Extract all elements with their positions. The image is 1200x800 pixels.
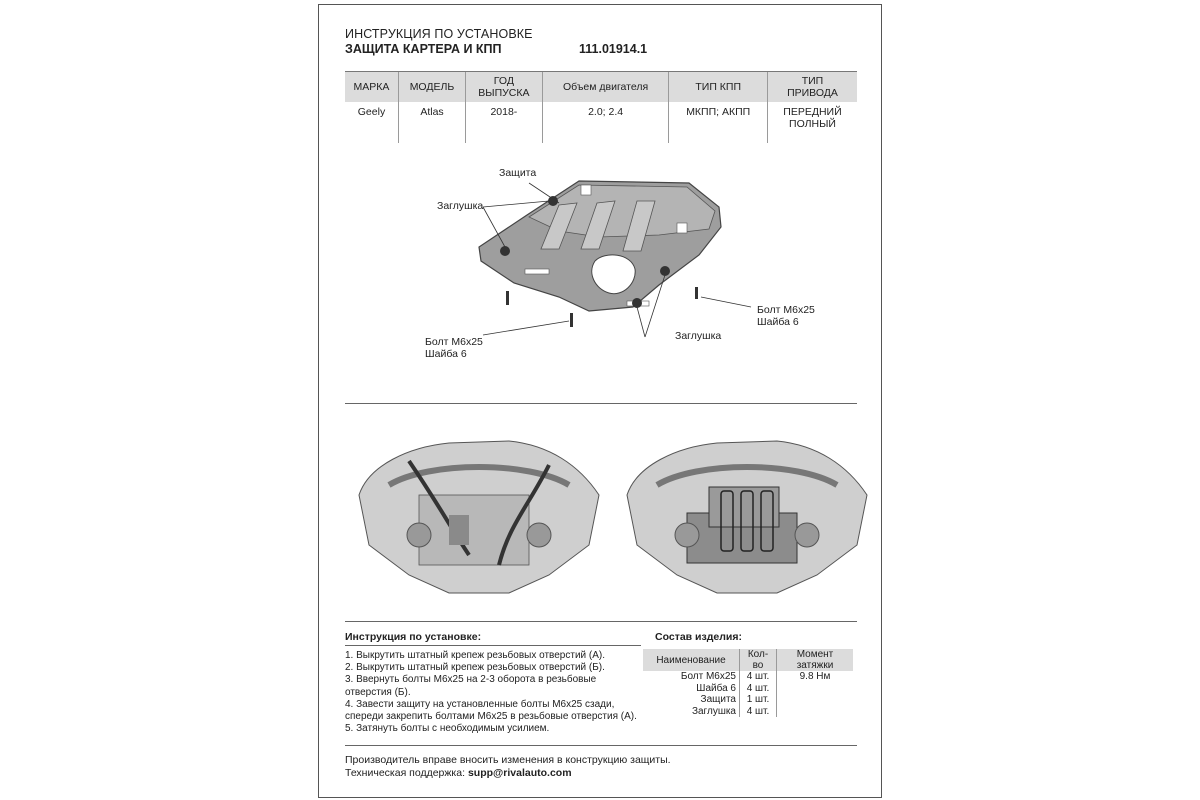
composition-name: Защита — [700, 694, 736, 705]
spec-header-model: МОДЕЛЬ — [397, 71, 466, 102]
support-label: Техническая поддержка: — [345, 767, 466, 779]
header-product: ЗАЩИТА КАРТЕРА И КПП — [345, 42, 502, 56]
spec-header-brand: МАРКА — [345, 71, 399, 102]
instructions-title-rule — [345, 645, 641, 646]
composition-title: Состав изделия: — [655, 631, 742, 643]
footer-support: Техническая поддержка: supp@rivalauto.co… — [345, 767, 572, 779]
spec-value-model: Atlas — [397, 102, 466, 143]
composition-qty: 4 шт. — [739, 671, 777, 683]
spec-value-brand: Geely — [357, 106, 386, 118]
instruction-sheet: ИНСТРУКЦИЯ ПО УСТАНОВКЕ ЗАЩИТА КАРТЕРА И… — [318, 4, 882, 798]
composition-header-torque: Момент затяжки — [776, 649, 853, 671]
composition-name: Шайба 6 — [696, 682, 736, 694]
spec-value-drive: ПЕРЕДНИЙ ПОЛНЫЙ — [766, 102, 857, 143]
table-row: Защита 1 шт. — [643, 694, 853, 706]
instruction-line: 4. Завести защиту на установленные болты… — [345, 698, 615, 710]
instruction-line: 3. Ввернуть болты М6х25 на 2-3 оборота в… — [345, 674, 597, 686]
composition-qty: 4 шт. — [739, 705, 777, 717]
skid-plate-diagram — [478, 180, 752, 338]
spec-header-gearbox: ТИП КПП — [668, 71, 768, 102]
composition-qty: 4 шт. — [739, 682, 777, 694]
instructions-title: Инструкция по установке: — [345, 631, 482, 643]
instruction-line: 2. Выкрутить штатный крепеж резьбовых от… — [345, 662, 605, 674]
composition-torque — [776, 705, 853, 717]
bolt-markers — [506, 287, 698, 327]
composition-torque — [776, 682, 853, 694]
support-email-link[interactable]: supp@rivalauto.com — [467, 767, 572, 779]
instruction-line: 5. Затянуть болты с необходимым усилием. — [345, 723, 550, 735]
composition-table: Наименование Кол-во Момент затяжки Болт … — [643, 649, 853, 717]
vehicle-spec-table: МАРКА МОДЕЛЬ ГОД ВЫПУСКА Объем двигателя… — [345, 71, 857, 143]
instruction-line: спереди закрепить болтами М6х25 в резьбо… — [345, 711, 637, 723]
spec-header-drive: ТИП ПРИВОДА — [766, 71, 857, 102]
composition-name: Болт М6х25 — [680, 671, 736, 682]
header-article-code: 111.01914.1 — [579, 42, 648, 56]
label-bolt-right: Болт М6х25 — [757, 304, 815, 316]
underbody-after-image — [626, 440, 868, 594]
composition-header-qty: Кол-во — [739, 649, 777, 671]
underbody-before-image — [358, 440, 600, 594]
composition-torque: 9.8 Нм — [776, 671, 853, 683]
instructions-list: 1. Выкрутить штатный крепеж резьбовых от… — [345, 650, 645, 735]
composition-torque — [776, 694, 853, 706]
label-bolt-left: Болт М6х25 — [425, 336, 483, 348]
spec-header-year: ГОД ВЫПУСКА — [465, 71, 543, 102]
divider-lower — [345, 745, 857, 746]
label-shield: Защита — [499, 167, 537, 179]
instruction-line: 1. Выкрутить штатный крепеж резьбовых от… — [345, 650, 605, 661]
label-plug-top: Заглушка — [437, 200, 484, 212]
label-washer-right: Шайба 6 — [757, 316, 799, 328]
spec-value-engine: 2.0; 2.4 — [541, 102, 669, 143]
header-title: ИНСТРУКЦИЯ ПО УСТАНОВКЕ — [345, 27, 533, 41]
table-row: Болт М6х25 4 шт. 9.8 Нм — [643, 671, 853, 683]
spec-value-gearbox: МКПП; АКПП — [668, 102, 768, 143]
label-washer-left: Шайба 6 — [425, 348, 467, 360]
table-row: Шайба 6 4 шт. — [643, 682, 853, 694]
divider-middle — [345, 621, 857, 622]
spec-value-year: 2018- — [465, 102, 543, 143]
skid-plate-shield — [478, 180, 722, 312]
instruction-line: отверстия (Б). — [345, 686, 411, 698]
label-plug-bottom: Заглушка — [675, 330, 722, 342]
footer-disclaimer: Производитель вправе вносить изменения в… — [345, 754, 671, 766]
underbody-illustrations — [358, 440, 868, 594]
divider-upper — [345, 403, 857, 404]
spec-header-engine: Объем двигателя — [541, 71, 669, 102]
leader-lines — [482, 182, 752, 338]
plug-markers — [500, 196, 670, 308]
composition-qty: 1 шт. — [739, 694, 777, 706]
composition-name: Заглушка — [691, 705, 736, 717]
composition-header-name: Наименование — [643, 649, 740, 671]
table-row: Заглушка 4 шт. — [643, 705, 853, 717]
